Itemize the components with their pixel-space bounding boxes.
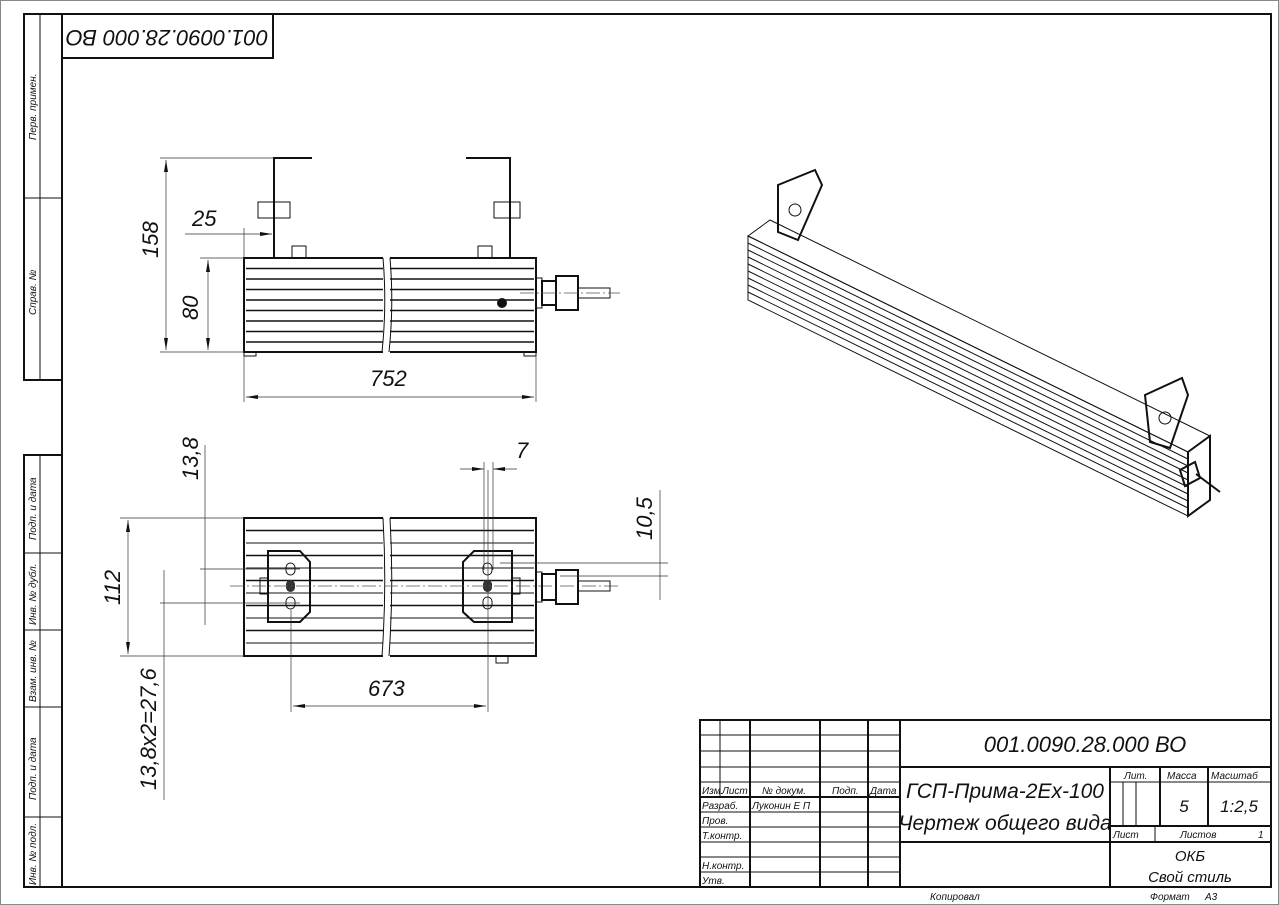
iso-bracket-left: [777, 168, 824, 242]
dimension-27-6: 13,8x2=27,6: [136, 570, 165, 800]
iso-end-face: [1187, 434, 1211, 518]
break-line: [381, 257, 393, 353]
format-value: А3: [1204, 892, 1218, 903]
ground-screw: [497, 298, 507, 308]
side-label-podp-data-2: Подп. и дата: [28, 737, 39, 800]
side-stamp-top: Перв. примен. Справ. №: [23, 13, 63, 381]
tb-header-date: Дата: [869, 786, 897, 797]
tb-role-nkontr: Н.контр.: [702, 861, 744, 872]
isometric-view: [747, 168, 1221, 518]
tb-developer: Луконин Е П: [751, 801, 811, 812]
dimension-158: 158: [138, 157, 274, 353]
right-bracket: [462, 157, 511, 259]
dim-80-label: 80: [178, 295, 203, 320]
iso-fin-line: [747, 263, 1189, 481]
designation-stamp-text: 001.0090.28.000 ВО: [66, 25, 269, 50]
copied-label: Копировал: [930, 892, 980, 903]
drawing-frame: [61, 13, 1272, 888]
tb-header-sign: Подп.: [832, 786, 859, 797]
side-label-perv-primen: Перв. примен.: [28, 74, 39, 140]
dimension-752: 752: [243, 356, 537, 402]
tb-role-utv: Утв.: [701, 876, 725, 887]
left-bracket: [273, 157, 317, 259]
front-view: 158 80 25 752: [138, 157, 620, 402]
side-label-inv-dubl: Инв. № дубл.: [27, 564, 39, 626]
side-label-sprav-no: Справ. №: [28, 269, 39, 315]
dim-25-label: 25: [191, 206, 217, 231]
dim-7-label: 7: [516, 438, 529, 463]
tb-designation: 001.0090.28.000 ВО: [984, 732, 1187, 757]
tb-header-list: Лист: [721, 786, 748, 797]
tb-mass-label: Масса: [1167, 771, 1197, 782]
dim-112-label: 112: [100, 570, 125, 605]
plan-view: 112 13,8 13,8x2=27,6 673 7: [100, 436, 668, 800]
format-label: Формат: [1150, 892, 1190, 903]
iso-top-face: [747, 219, 1211, 453]
iso-fin-line: [747, 277, 1189, 495]
tb-name-line1: ГСП-Прима-2Ex-100: [906, 780, 1104, 803]
tb-header-izm: Изм.: [702, 786, 723, 797]
iso-fin-line: [747, 242, 1189, 460]
iso-fin-line: [747, 270, 1189, 488]
tb-name-line2: Чертеж общего вида: [898, 812, 1111, 835]
tb-role-razrab: Разраб.: [702, 800, 738, 812]
left-bracket-plate: [267, 550, 311, 623]
tb-org-line2: Свой стиль: [1148, 869, 1232, 886]
dim-27-6-label: 13,8x2=27,6: [136, 668, 161, 790]
dimension-7: 7: [460, 438, 529, 570]
tb-scale: 1:2,5: [1220, 797, 1258, 816]
iso-fin-line: [747, 249, 1189, 467]
dimension-112: 112: [100, 517, 244, 657]
dimension-673: 673: [290, 470, 489, 712]
dim-673-label: 673: [368, 676, 405, 701]
break-gap: [383, 250, 390, 360]
iso-fin-line: [747, 291, 1189, 509]
dimension-13-8: 13,8: [160, 436, 300, 625]
right-nut: [477, 245, 493, 259]
right-holes: [482, 562, 493, 610]
side-label-podp-data-1: Подп. и дата: [28, 477, 39, 540]
dimension-10-5: 10,5: [500, 490, 668, 600]
tb-sheets-label: Листов: [1179, 830, 1216, 841]
left-nut: [291, 245, 307, 259]
tb-header-doc: № докум.: [762, 786, 806, 797]
tb-sheets: 1: [1258, 830, 1264, 841]
iso-fin-line: [747, 284, 1189, 502]
iso-cable: [1195, 473, 1221, 493]
tb-mass: 5: [1179, 797, 1189, 816]
tb-role-prov: Пров.: [702, 816, 728, 827]
right-bracket-plate: [462, 550, 513, 623]
dim-158-label: 158: [138, 221, 163, 258]
title-block: 001.0090.28.000 ВО ГСП-Прима-2Ex-100 Чер…: [699, 719, 1272, 888]
right-bracket-bolt: [493, 201, 521, 219]
dim-752-label: 752: [370, 366, 407, 391]
dimension-25: 25: [185, 206, 272, 258]
side-label-vzam-inv: Взам. инв. №: [28, 640, 39, 702]
designation-stamp-rotated: 001.0090.28.000 ВО: [61, 13, 274, 59]
tb-sheet-label: Лист: [1112, 830, 1139, 841]
tb-lit-label: Лит.: [1123, 771, 1147, 782]
dim-13-8-label: 13,8: [178, 436, 203, 480]
side-stamp-bottom: Подп. и дата Инв. № дубл. Взам. инв. № П…: [23, 454, 63, 888]
iso-side-face: [747, 235, 1189, 517]
left-bracket-bolt: [257, 201, 291, 219]
iso-bracket-right: [1143, 376, 1190, 450]
tb-scale-label: Масштаб: [1211, 770, 1258, 782]
dimension-80: 80: [178, 257, 244, 350]
side-label-inv-podl: Инв. № подл.: [28, 823, 39, 885]
dim-10-5-label: 10,5: [632, 496, 657, 540]
iso-fin-line: [747, 256, 1189, 474]
tb-org-line1: ОКБ: [1175, 848, 1206, 865]
tb-role-tkontr: Т.контр.: [702, 831, 742, 842]
